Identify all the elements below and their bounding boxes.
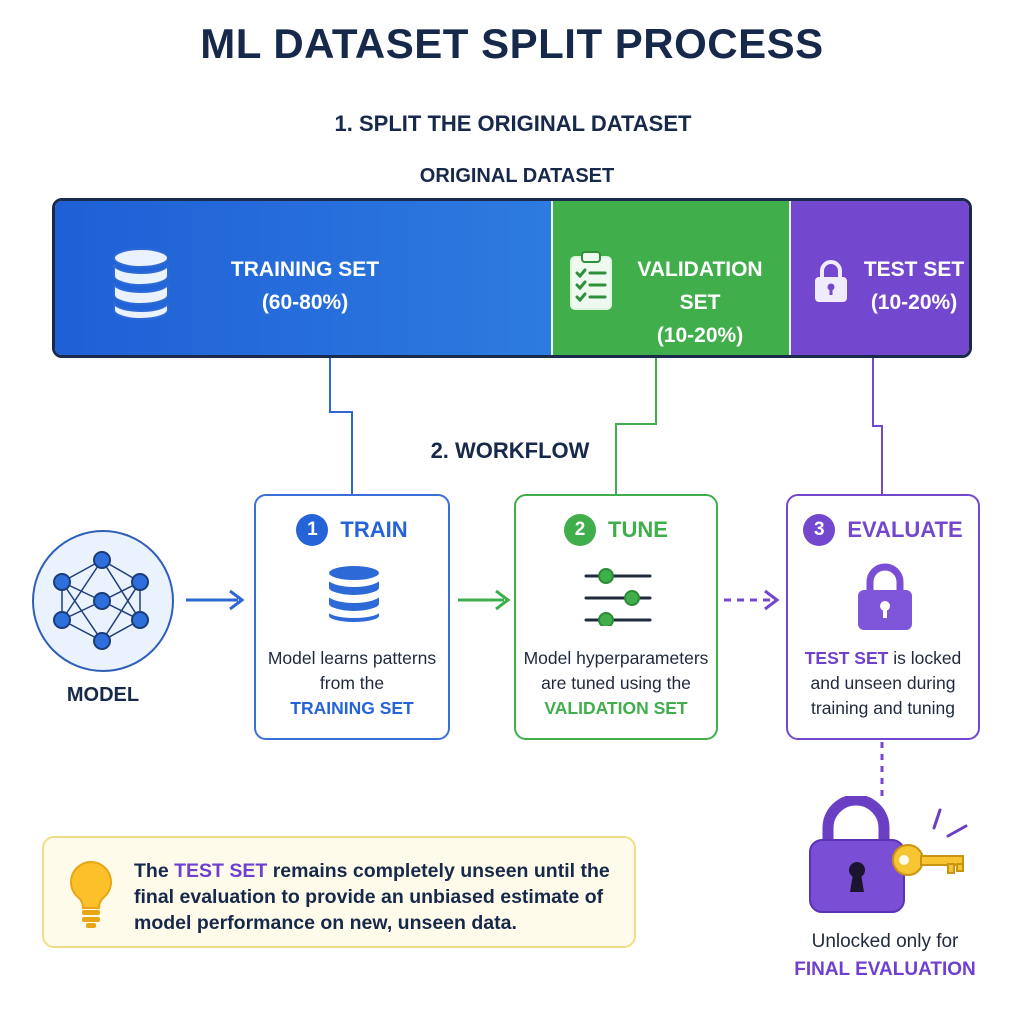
evaluate-card-title: EVALUATE (847, 517, 963, 542)
train-connector (329, 358, 353, 494)
final-caption-line1: Unlocked only for (811, 931, 959, 952)
evaluate-card-highlight: TEST SET (804, 648, 889, 668)
info-note: The TEST SET remains completely unseen u… (42, 836, 636, 948)
train-card-description: Model learns patterns from the (267, 648, 437, 693)
database-icon (113, 248, 169, 320)
tune-card-description: Model hyperparameters are tuned using th… (523, 648, 709, 693)
note-text-post: remains completely unseen until the fina… (134, 860, 610, 934)
tune-step-number: 2 (564, 514, 597, 546)
tune-to-evaluate-arrow (724, 589, 780, 611)
validation-set-label: VALIDATION SET (637, 258, 763, 314)
final-evaluation-caption: Unlocked only for FINAL EVALUATION (765, 928, 1005, 984)
step-2-heading: 2. WORKFLOW (430, 438, 590, 463)
final-caption-line2: FINAL EVALUATION (794, 959, 976, 980)
lock-icon (858, 563, 912, 630)
tune-card-highlight: VALIDATION SET (544, 698, 688, 718)
training-set-label: TRAINING SET (230, 258, 380, 281)
validation-connector (615, 358, 657, 494)
validation-set-range: (10-20%) (656, 324, 744, 347)
model-to-train-arrow (186, 589, 245, 611)
evaluate-card-description: is locked and unseen during training and… (810, 648, 962, 718)
train-step-number: 1 (296, 514, 329, 546)
original-dataset-bar: TRAINING SET (60-80%) VALIDATION SET (10… (52, 198, 972, 358)
train-card-title: TRAIN (340, 517, 408, 542)
database-icon (327, 564, 381, 624)
checklist-icon (570, 251, 612, 310)
evaluate-step-number: 3 (803, 514, 836, 546)
test-set-label: TEST SET (863, 258, 965, 281)
test-connector (872, 358, 883, 494)
tune-card: 2 TUNE Model hyperparameters are tuned u… (514, 494, 718, 740)
training-set-range: (60-80%) (261, 291, 349, 314)
model-label: MODEL (66, 684, 140, 706)
neural-network-icon (32, 530, 174, 672)
train-to-tune-arrow (458, 589, 511, 611)
note-text-pre: The (134, 860, 169, 882)
lock-and-key-icon (809, 796, 968, 913)
step-1-heading: 1. SPLIT THE ORIGINAL DATASET (334, 111, 692, 136)
lightbulb-icon (70, 860, 112, 928)
dataset-label: ORIGINAL DATASET (419, 165, 615, 187)
train-card: 1 TRAIN Model learns patterns from the T… (254, 494, 450, 740)
page-title: ML DATASET SPLIT PROCESS (200, 20, 824, 67)
evaluate-card: 3 EVALUATE TEST SET is locked and unseen… (786, 494, 980, 740)
train-card-highlight: TRAINING SET (290, 698, 414, 718)
validation-set-segment: VALIDATION SET (10-20%) (551, 201, 789, 355)
training-set-segment: TRAINING SET (60-80%) (55, 201, 551, 355)
tune-card-title: TUNE (608, 517, 668, 542)
test-set-segment: TEST SET (10-20%) (789, 201, 969, 355)
test-set-range: (10-20%) (870, 291, 958, 314)
lock-icon (815, 260, 847, 302)
sliders-icon (584, 568, 652, 626)
note-highlight: TEST SET (174, 860, 268, 882)
